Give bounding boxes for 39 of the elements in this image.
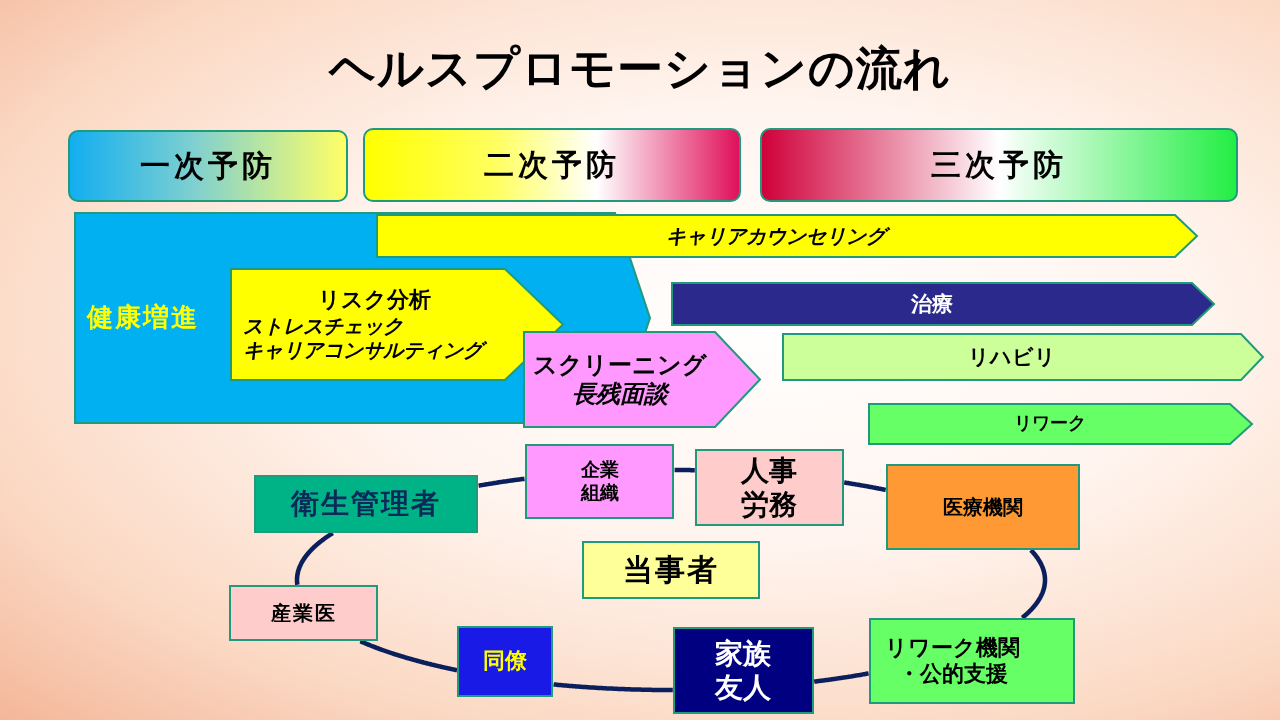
connector-line xyxy=(673,467,697,473)
phase-tab xyxy=(68,130,348,202)
role-box xyxy=(582,541,760,599)
node-label: 長残面談 xyxy=(571,379,668,409)
role-box xyxy=(525,444,674,519)
node-label: 産業医 xyxy=(270,601,337,625)
connector-line xyxy=(294,531,335,587)
tab-label: 一次予防 xyxy=(140,148,276,184)
node-label: 同僚 xyxy=(483,648,527,675)
title: ヘルスプロモーションの流れ xyxy=(327,41,952,96)
tab-label: 三次予防 xyxy=(931,147,1067,183)
node-label: 人事労務 xyxy=(740,453,799,522)
node-label: 家族友人 xyxy=(714,636,773,705)
connector-line xyxy=(358,639,459,673)
phase-tab xyxy=(363,128,741,202)
node-label: 企業組織 xyxy=(580,458,619,505)
node-label: 健康増進 xyxy=(87,302,199,334)
node-label: リワーク xyxy=(1013,413,1086,435)
tab-label: 二次予防 xyxy=(484,147,620,183)
node-label: 衛生管理者 xyxy=(291,487,441,521)
node-label: キャリアコンサルティング xyxy=(243,337,505,362)
node-label: リハビリ xyxy=(968,344,1056,370)
node-label: リスク分析 xyxy=(316,287,432,314)
phase-tab xyxy=(760,128,1238,202)
connector-line xyxy=(1020,548,1048,620)
role-box xyxy=(869,618,1075,704)
node-label: 医療機関 xyxy=(943,495,1023,519)
node-label: スクリーニング xyxy=(532,350,707,380)
role-box xyxy=(229,585,378,641)
role-box xyxy=(254,475,478,533)
connector-line xyxy=(552,682,675,693)
role-box xyxy=(457,626,553,697)
role-box xyxy=(673,627,814,714)
node-label: リワーク機関・公的支援 xyxy=(884,634,1021,688)
node-label: 治療 xyxy=(911,291,953,317)
role-box xyxy=(695,449,844,526)
node-label: 当事者 xyxy=(623,552,719,588)
node-label: ストレスチェック xyxy=(243,313,404,338)
role-box xyxy=(886,464,1080,550)
